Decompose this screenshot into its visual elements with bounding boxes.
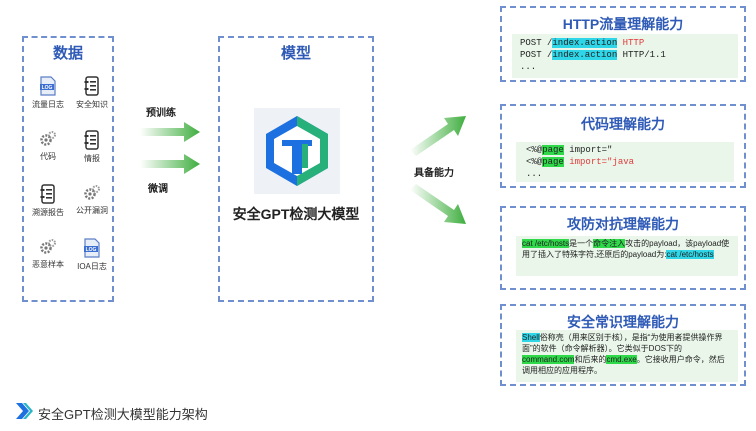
- source-code: 代码: [26, 130, 70, 162]
- model-name: 安全GPT检测大模型: [232, 206, 360, 222]
- http-sample-panel: POST /index.action HTTP POST /index.acti…: [512, 34, 738, 78]
- highlight: page: [542, 157, 564, 167]
- source-traffic-log: LOG 流量日志: [26, 76, 70, 110]
- highlight: page: [542, 145, 564, 155]
- source-label: 情报: [84, 154, 100, 163]
- highlight: 命令注入: [593, 239, 626, 248]
- knowledge-sample-panel: Shell俗称壳（用来区别于核），是指“为使用者提供操作界面”的软件（命令解析器…: [516, 330, 738, 382]
- code-line: <%@page import="java: [526, 157, 635, 167]
- source-label: 公开漏洞: [76, 206, 108, 215]
- source-label: 恶意样本: [32, 260, 64, 269]
- source-label: 安全知识: [76, 100, 108, 109]
- http-line: POST /index.action HTTP: [520, 38, 645, 48]
- document-list-icon: [84, 130, 99, 150]
- http-line: POST /index.action HTTP/1.1: [520, 50, 666, 60]
- pretrain-label: 预训练: [146, 108, 176, 119]
- capability-title: 安全常识理解能力: [567, 314, 679, 330]
- highlight: cat /etc/hosts: [666, 250, 714, 259]
- capability-title: 代码理解能力: [581, 116, 665, 132]
- document-list-icon: [84, 76, 99, 96]
- attack-sample-panel: cat /etc/hosts是一个命令注入攻击的payload，该payload…: [516, 236, 738, 276]
- log-badge-text: LOG: [86, 247, 97, 253]
- ellipsis: ...: [526, 169, 543, 179]
- source-label: 流量日志: [32, 100, 64, 109]
- source-label: 溯源报告: [32, 208, 64, 217]
- code-sample-panel: <%@page import=" <%@page import="java ..…: [516, 142, 734, 182]
- capability-arrow-down: [410, 184, 466, 224]
- highlight: command.com: [522, 355, 575, 364]
- highlight: cat /etc/hosts: [522, 239, 570, 248]
- log-badge-text: LOG: [42, 85, 53, 91]
- ellipsis: ...: [520, 62, 537, 72]
- data-box-title: 数据: [52, 45, 83, 62]
- gears-icon: [84, 185, 100, 200]
- gears-icon: [40, 239, 56, 254]
- model-box-title: 模型: [280, 45, 311, 62]
- knowledge-capability-box: 安全常识理解能力 Shell俗称壳（用来区别于核），是指“为使用者提供操作界面”…: [500, 304, 746, 386]
- highlight: Shell: [522, 333, 540, 342]
- log-file-icon: LOG: [40, 76, 56, 96]
- highlight: cmd.exe: [606, 355, 637, 364]
- highlight: index.action: [552, 50, 618, 60]
- gears-icon: [40, 131, 56, 146]
- source-public-vulns: 公开漏洞: [70, 184, 114, 216]
- source-security-knowledge: 安全知识: [70, 76, 114, 110]
- source-ioa-log: LOG IOA日志: [70, 238, 114, 272]
- attack-capability-box: 攻防对抗理解能力 cat /etc/hosts是一个命令注入攻击的payload…: [500, 206, 746, 290]
- source-trace-report: 溯源报告: [26, 184, 70, 218]
- capability-arrow-up: [410, 116, 466, 156]
- capability-title: HTTP流量理解能力: [562, 16, 684, 32]
- capability-title: 攻防对抗理解能力: [567, 216, 679, 232]
- pretrain-arrow: [140, 122, 200, 142]
- code-line: <%@page import=": [526, 145, 613, 155]
- code-capability-box: 代码理解能力 <%@page import=" <%@page import="…: [500, 104, 746, 188]
- chevron-right-icon: [16, 403, 33, 419]
- source-label: IOA日志: [77, 262, 107, 271]
- finetune-label: 微调: [148, 184, 168, 195]
- source-malware-samples: 恶意样本: [26, 238, 70, 270]
- capability-label: 具备能力: [414, 168, 454, 179]
- finetune-arrow: [140, 154, 200, 174]
- highlight: index.action: [552, 38, 618, 48]
- source-label: 代码: [40, 152, 56, 161]
- model-logo-icon: [254, 108, 340, 194]
- http-capability-box: HTTP流量理解能力 POST /index.action HTTP POST …: [500, 6, 746, 82]
- figure-caption: 安全GPT检测大模型能力架构: [38, 407, 208, 422]
- document-list-icon: [40, 184, 55, 204]
- source-intelligence: 情报: [70, 130, 114, 164]
- model-box: 模型 安全GPT检测大模型: [218, 36, 374, 302]
- log-file-icon: LOG: [84, 238, 100, 258]
- data-box: 数据 LOG 流量日志 安全知识 代码: [22, 36, 114, 302]
